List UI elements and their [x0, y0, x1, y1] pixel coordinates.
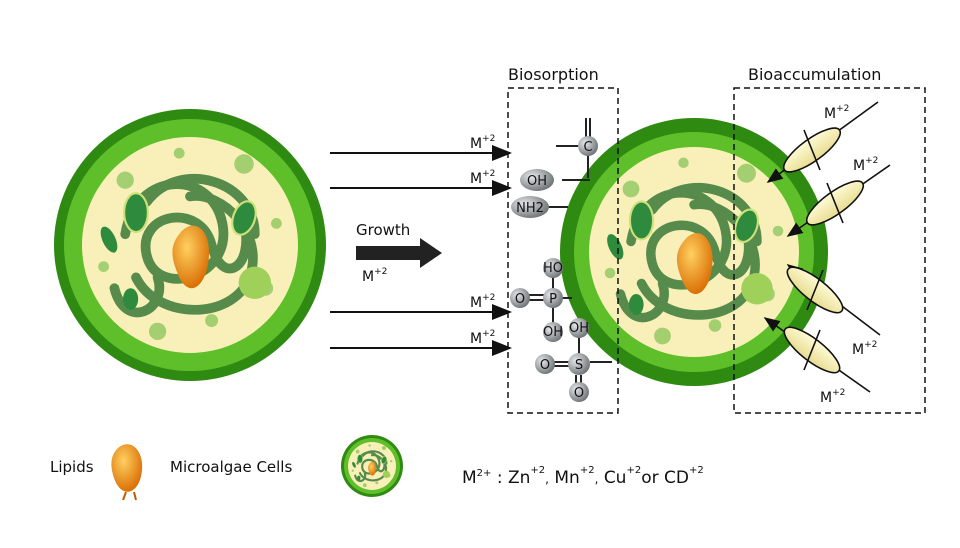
svg-text:OH: OH [569, 321, 589, 336]
legend-lipids-label: Lipids [50, 458, 94, 476]
ion-label: M+2 [470, 169, 495, 187]
growth-label: Growth [356, 221, 410, 239]
growth-arrow: Growth M+2 [356, 221, 442, 285]
lipid-icon [111, 444, 143, 501]
metal-ions-formula: M2+ : Zn+2, Mn+2, Cu+2or CD+2 [462, 465, 704, 488]
svg-text:O: O [540, 358, 550, 373]
bioaccumulation-panel: Bioaccumulation M+2 M+2 M+2 M+2 [733, 65, 926, 414]
legend-cells-label: Microalgae Cells [170, 458, 292, 476]
biosorption-panel: Biosorption C OH NH2 [507, 65, 619, 414]
svg-text:O: O [574, 386, 584, 401]
ion-label: M+2 [470, 134, 495, 152]
transport-channels [763, 101, 891, 393]
microalgae-cell-icon [341, 435, 403, 497]
atom-c: C [583, 140, 592, 155]
svg-text:M+2: M+2 [852, 340, 877, 358]
microalgae-cell-left [54, 109, 326, 381]
svg-text:OH: OH [543, 325, 563, 340]
ion-label: M+2 [470, 329, 495, 347]
atom-nh2: NH2 [516, 201, 544, 216]
microalgae-cell-right [560, 118, 828, 386]
biosorption-title: Biosorption [508, 65, 599, 84]
amine-group [511, 196, 549, 218]
atom-oh: OH [527, 174, 547, 189]
legend: Lipids Microalgae Cells M2+ : Zn+2, Mn+2… [50, 435, 704, 501]
svg-text:M+2: M+2 [853, 156, 878, 174]
svg-text:M+2: M+2 [824, 104, 849, 122]
incoming-ion-arrows: M+2 M+2 M+2 M+2 [330, 134, 512, 356]
svg-text:HO: HO [543, 261, 563, 276]
hydroxyl-group [520, 169, 554, 191]
svg-text:M+2: M+2 [820, 388, 845, 406]
svg-text:O: O [515, 292, 525, 307]
carbonyl-group [546, 118, 598, 208]
phosphate-group [510, 258, 612, 402]
ion-label: M+2 [470, 293, 495, 311]
svg-text:S: S [575, 358, 583, 373]
growth-ion-label: M+2 [362, 267, 387, 285]
bioaccumulation-title: Bioaccumulation [748, 65, 881, 84]
svg-text:P: P [549, 292, 557, 307]
